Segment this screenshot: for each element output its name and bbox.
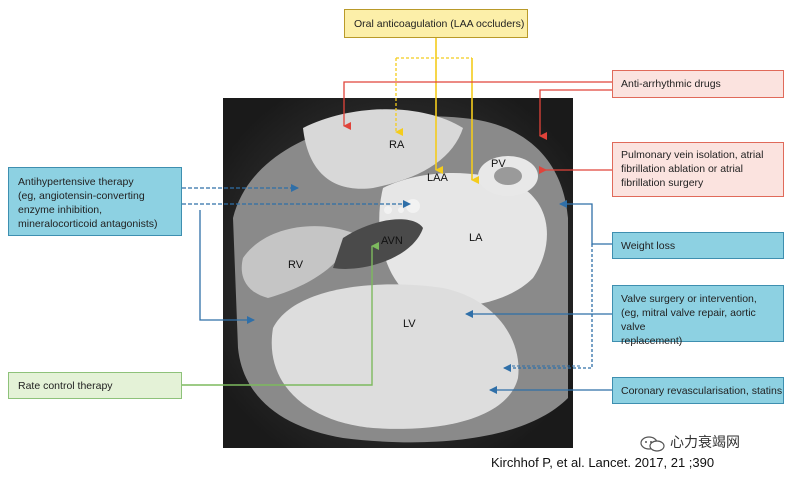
box-weight-loss: Weight loss: [612, 232, 784, 259]
box-pulmonary-vein: Pulmonary vein isolation, atrial fibrill…: [612, 142, 784, 197]
antihypertensive-arrows: [182, 184, 411, 324]
box-rate-control: Rate control therapy: [8, 372, 182, 399]
rate-control-arrow: [182, 242, 379, 386]
label-laa: LAA: [427, 172, 448, 184]
box-oral-anticoagulation: Oral anticoagulation (LAA occluders): [344, 9, 528, 38]
citation: Kirchhof P, et al. Lancet. 2017, 21 ;390: [491, 455, 715, 470]
label-la: LA: [469, 232, 483, 244]
weight-loss-arrows: [503, 200, 612, 372]
label-pv: PV: [491, 158, 506, 170]
wechat-icon: [640, 436, 665, 452]
box-anti-arrhythmic: Anti-arrhythmic drugs: [612, 70, 784, 98]
box-valve-surgery: Valve surgery or intervention, (eg, mitr…: [612, 285, 784, 347]
label-ra: RA: [389, 139, 405, 151]
box-antihypertensive: Antihypertensive therapy (eg, angiotensi…: [8, 167, 182, 236]
label-lv: LV: [403, 318, 416, 330]
label-rv: RV: [288, 259, 304, 271]
label-avn: AVN: [381, 235, 403, 247]
ct-scan-image: [223, 98, 573, 448]
box-coronary: Coronary revascularisation, statins: [612, 377, 784, 404]
anti-arrhythmic-arrows: [343, 81, 612, 140]
anticoagulation-arrows: [395, 36, 479, 184]
watermark-text: 心力衰竭网: [670, 434, 740, 450]
